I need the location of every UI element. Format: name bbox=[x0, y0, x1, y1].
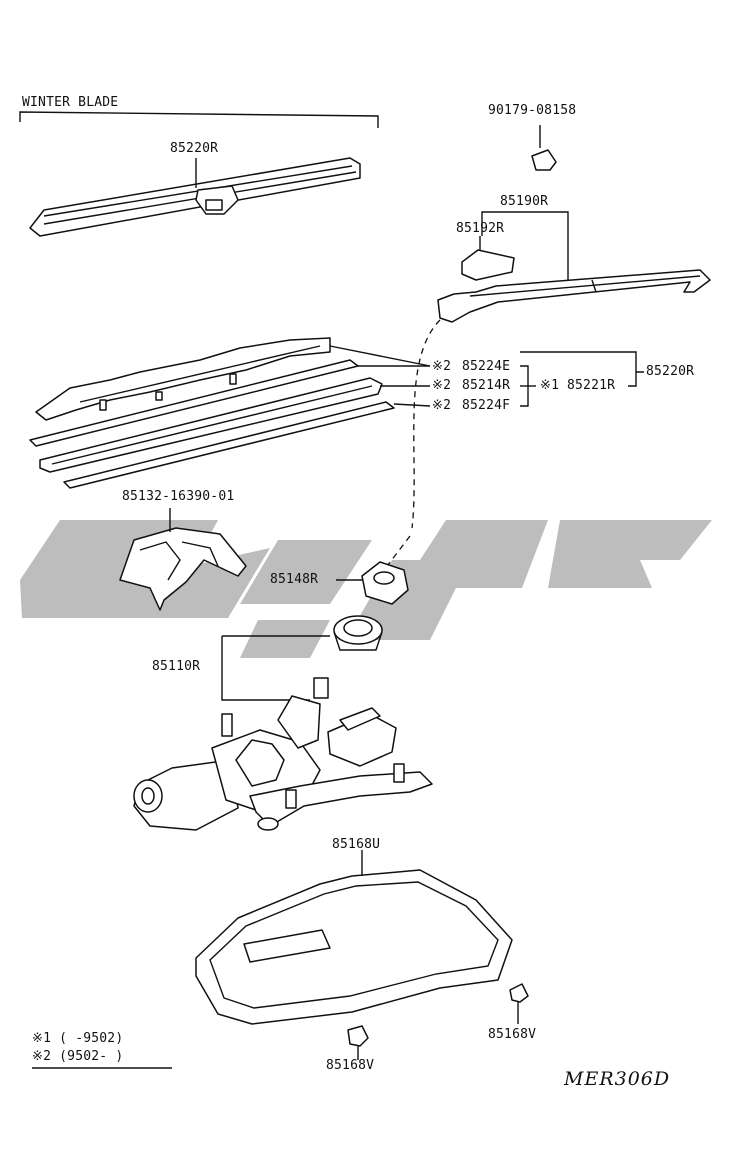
footnote-2: ※2 (9502- ) bbox=[32, 1049, 124, 1064]
nut-part bbox=[336, 561, 409, 605]
part-label-85192R: 85192R bbox=[456, 221, 505, 236]
arm-cap-part bbox=[461, 236, 515, 281]
diagram-code: MER306D bbox=[564, 1068, 671, 1090]
part-label-85220R-right: 85220R bbox=[646, 364, 695, 379]
leader-85110R bbox=[221, 636, 310, 701]
dashed-connector bbox=[383, 319, 441, 571]
leader-lines-right bbox=[329, 345, 644, 407]
note-mark-2-b: ※2 bbox=[432, 378, 452, 393]
part-label-85220R-top: 85220R bbox=[170, 141, 219, 156]
note-mark-1: ※1 bbox=[540, 378, 560, 393]
leader-85190R bbox=[481, 211, 569, 280]
cap-nut-part bbox=[531, 125, 557, 171]
part-label-85221R: 85221R bbox=[567, 378, 616, 393]
tray-part bbox=[195, 850, 513, 1025]
clip-part-right bbox=[509, 983, 529, 1024]
part-label-85214R: 85214R bbox=[462, 378, 511, 393]
part-label-85168V-right: 85168V bbox=[488, 1027, 537, 1042]
cover-part bbox=[119, 508, 247, 611]
rubber-strip-middle bbox=[39, 377, 383, 473]
footnote-1: ※1 ( -9502) bbox=[32, 1031, 124, 1046]
note-mark-2-c: ※2 bbox=[432, 398, 452, 413]
part-label-85110R: 85110R bbox=[152, 659, 201, 674]
part-label-85168V-left: 85168V bbox=[326, 1058, 375, 1073]
part-label-85224F: 85224F bbox=[462, 398, 511, 413]
part-label-85132-16390-01: 85132-16390-01 bbox=[122, 489, 235, 504]
part-label-85148R: 85148R bbox=[270, 572, 319, 587]
winter-blade-bracket bbox=[19, 111, 379, 128]
note-mark-2-a: ※2 bbox=[432, 359, 452, 374]
watermark-logo bbox=[20, 520, 712, 658]
winter-blade-title: WINTER BLADE bbox=[22, 95, 119, 110]
part-label-85224E: 85224E bbox=[462, 359, 511, 374]
part-label-90179-08158: 90179-08158 bbox=[488, 103, 577, 118]
rubber-strip-lower bbox=[63, 401, 395, 489]
winter-blade-part bbox=[29, 157, 361, 237]
wiper-motor-part bbox=[133, 677, 433, 831]
wiper-arm-part bbox=[437, 269, 711, 323]
part-label-85168U: 85168U bbox=[332, 837, 381, 852]
clip-part-left bbox=[347, 1025, 369, 1060]
wiper-blade-frame bbox=[35, 337, 331, 421]
grommet-part bbox=[222, 615, 383, 651]
part-label-85190R: 85190R bbox=[500, 194, 549, 209]
